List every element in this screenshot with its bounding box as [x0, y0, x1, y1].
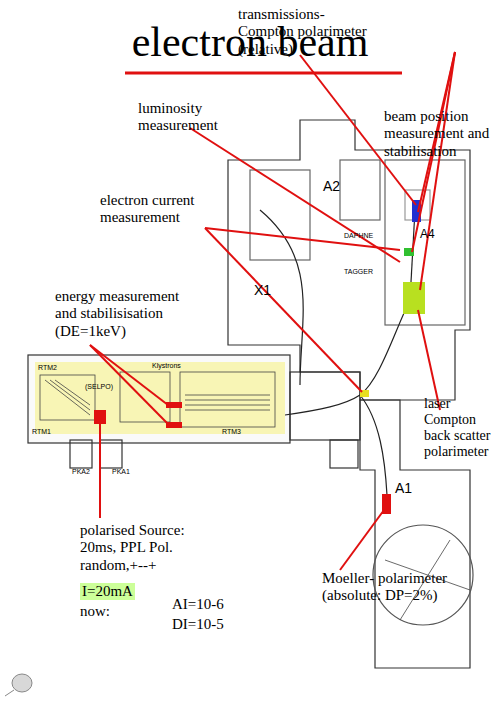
callout-text: AI=10-6 — [172, 596, 262, 613]
energy-monitor-symbol — [166, 402, 182, 408]
plan-label: TAGGER — [344, 268, 384, 276]
plan-label: DAPHNE — [344, 232, 384, 240]
callout-text: beam position measurement and stabilisat… — [384, 108, 500, 160]
callout-text: DI=10-5 — [172, 616, 262, 633]
callout-text: laser Compton back scatter polarimeter — [424, 396, 500, 460]
callout-text: now: — [80, 603, 140, 620]
logo-symbol — [5, 674, 32, 696]
title-underline — [125, 72, 402, 75]
compton-polarimeter-symbol — [403, 282, 425, 314]
plan-label: A4 — [420, 228, 450, 242]
plan-label: X1 — [254, 282, 284, 298]
accelerator-sections — [40, 210, 470, 620]
callout-text: polarised Source: 20ms, PPL Pol. random,… — [80, 522, 200, 574]
callout-text: transmissions- Compton polarimeter (rela… — [238, 6, 378, 58]
callout-text: energy measurement and stabilisisation (… — [55, 288, 187, 340]
building-walls — [28, 120, 473, 668]
plan-label: A1 — [395, 480, 425, 496]
callout-text: electron current measurement — [100, 192, 225, 227]
energy-monitor-symbol — [166, 422, 182, 428]
callout-text: Moeller- polarimeter (absolute: DP=2%) — [322, 570, 462, 605]
plan-label: PKA1 — [112, 468, 142, 476]
source-symbol — [94, 410, 106, 424]
plan-label: RTM3 — [222, 428, 262, 436]
plan-label: Klystrons — [152, 362, 202, 370]
highlight-box: I=20mA — [80, 583, 135, 600]
callout-text: luminosity measurement — [138, 100, 248, 135]
plan-label: RTM2 — [38, 364, 78, 372]
node-text: I=20mA — [82, 583, 133, 600]
plan-label: (SELPO) — [85, 383, 125, 391]
plan-label: A2 — [323, 178, 353, 194]
plan-label: PKA2 — [72, 468, 102, 476]
plan-label: RTM1 — [32, 428, 72, 436]
